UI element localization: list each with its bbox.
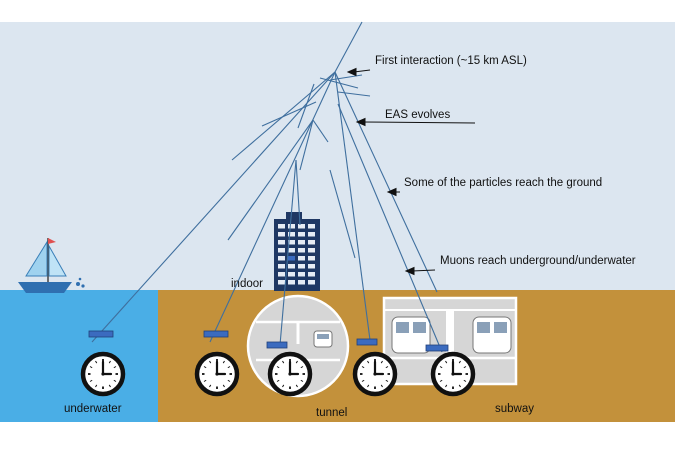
subway-label: subway [495,403,534,415]
shower-track [297,83,315,129]
muons-underground-label: Muons reach underground/underwater [440,255,636,267]
subway-structure [382,296,518,386]
clock-icon [194,351,240,397]
primary-track [334,21,363,73]
building-icon [274,212,320,291]
shower-track [329,74,363,81]
detector-slab [203,330,229,338]
shower-track [209,71,336,343]
indoor-label: indoor [231,278,263,290]
shower-track [227,119,314,241]
detector-group [88,330,449,352]
air-shower-tracks [91,21,443,353]
shower-track [295,159,301,226]
shower-track [261,101,317,127]
eas-evolves-label: EAS evolves [385,109,450,121]
clock-icon [430,351,476,397]
subway-train-icon [472,316,512,354]
subway-train-icon [391,316,431,354]
clock-icon [352,351,398,397]
shower-track [312,119,329,143]
sailboat-icon [18,238,85,293]
particles-ground-label: Some of the particles reach the ground [404,177,602,189]
clock-group [80,351,476,397]
detector-slab [425,344,449,352]
shower-track [334,71,438,293]
clock-icon [80,351,126,397]
tunnel-label: tunnel [316,407,347,419]
detector-slab [88,330,114,338]
tunnel-car-icon [313,330,333,348]
first-interaction-label: First interaction (~15 km ASL) [375,55,527,67]
detector-slab [266,341,288,349]
shower-track [337,103,443,353]
shower-track [334,71,371,341]
water-region [0,290,158,422]
clock-icon [267,351,313,397]
shower-track [91,71,336,343]
shower-track [329,169,356,259]
shower-track [299,119,314,171]
annotation-arrows [346,67,476,276]
underwater-label: underwater [64,403,122,415]
detector-slab [356,338,378,346]
shower-track [279,159,297,346]
sky-region [0,22,675,290]
shower-track [337,91,371,97]
shower-track [319,77,359,89]
